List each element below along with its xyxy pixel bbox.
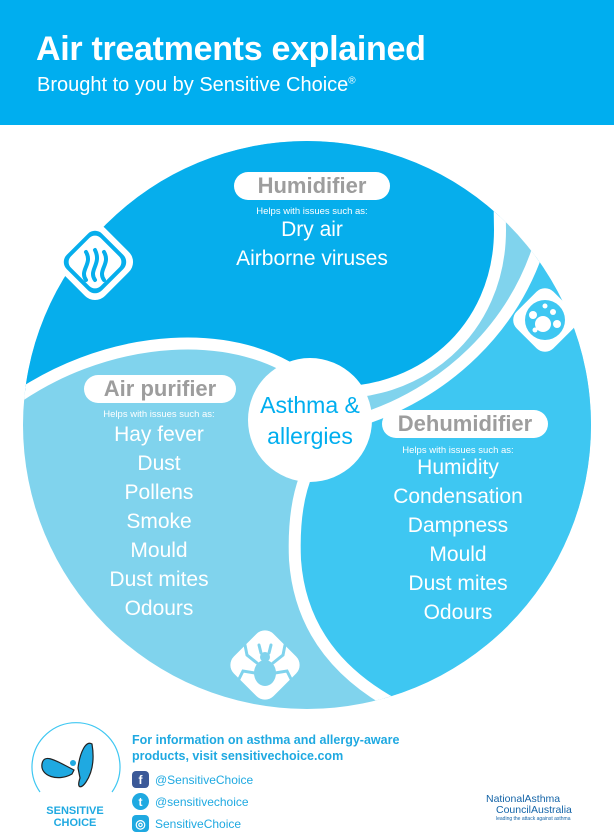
instagram-icon: ◎	[132, 815, 149, 832]
nac-line-1: NationalAsthma	[486, 793, 561, 805]
dehumidifier-title: Dehumidifier	[382, 410, 548, 438]
center-line-2: allergies	[267, 423, 353, 449]
footer-info: For information on asthma and allergy-aw…	[132, 732, 399, 764]
humidifier-title: Humidifier	[234, 172, 390, 200]
purifier-helps: Helps with issues such as:	[103, 409, 215, 420]
bubbles-icon	[513, 288, 577, 352]
list-item: Odours	[423, 601, 493, 624]
instagram-handle: SensitiveChoice	[155, 816, 242, 831]
logo-line-1: SENSITIVE	[46, 805, 104, 817]
facebook-handle: @SensitiveChoice	[155, 772, 254, 787]
sensitive-choice-logo	[31, 722, 121, 793]
page-title: Air treatments explained	[36, 30, 426, 68]
registered-mark: ®	[348, 75, 356, 87]
page-subtitle: Brought to you by Sensitive Choice®	[37, 74, 356, 97]
nac-tagline: leading the attack against asthma	[496, 816, 571, 822]
info-line-1: For information on asthma and allergy-aw…	[132, 733, 400, 747]
purifier-title: Air purifier	[84, 375, 236, 403]
humidifier-list: Dry air Airborne viruses	[192, 215, 432, 273]
list-item: Dust mites	[408, 572, 508, 595]
center-circle	[248, 358, 372, 482]
facebook-link[interactable]: f @SensitiveChoice	[132, 771, 253, 788]
list-item: Dry air	[281, 218, 343, 241]
steam-icon	[56, 223, 134, 301]
list-item: Odours	[124, 597, 194, 620]
list-item: Mould	[130, 539, 188, 562]
facebook-icon: f	[132, 771, 149, 788]
info-line-2: products, visit	[132, 749, 221, 763]
list-item: Dampness	[407, 514, 509, 537]
subtitle-text: Brought to you by Sensitive Choice	[37, 74, 349, 96]
list-item: Airborne viruses	[236, 247, 388, 270]
twitter-handle: @sensitivechoice	[155, 794, 249, 809]
list-item: Smoke	[126, 510, 192, 533]
website-link[interactable]: sensitivechoice.com	[220, 749, 344, 763]
list-item: Dust mites	[109, 568, 209, 591]
twitter-icon: t	[132, 793, 149, 810]
list-item: Pollens	[124, 481, 194, 504]
list-item: Mould	[429, 543, 487, 566]
list-item: Humidity	[417, 456, 499, 479]
dust-mite-icon	[230, 630, 300, 700]
logo-text: SENSITIVE CHOICE	[42, 805, 108, 829]
nac-logo: NationalAsthma CouncilAustralia leading …	[486, 794, 572, 823]
instagram-link[interactable]: ◎ SensitiveChoice	[132, 815, 241, 832]
purifier-list: Hay fever Dust Pollens Smoke Mould Dust …	[39, 420, 279, 623]
center-label: Asthma & allergies	[240, 390, 380, 452]
list-item: Condensation	[393, 485, 523, 508]
center-line-1: Asthma &	[260, 392, 360, 418]
dehumidifier-helps: Helps with issues such as:	[402, 445, 514, 456]
humidifier-helps: Helps with issues such as:	[256, 206, 368, 217]
nac-line-2: CouncilAustralia	[496, 804, 572, 816]
list-item: Dust	[137, 452, 181, 475]
twitter-link[interactable]: t @sensitivechoice	[132, 793, 249, 810]
dehumidifier-list: Humidity Condensation Dampness Mould Dus…	[338, 453, 578, 627]
logo-line-2: CHOICE	[53, 817, 97, 829]
header-banner: Air treatments explained Brought to you …	[0, 0, 614, 125]
list-item: Hay fever	[114, 423, 204, 446]
